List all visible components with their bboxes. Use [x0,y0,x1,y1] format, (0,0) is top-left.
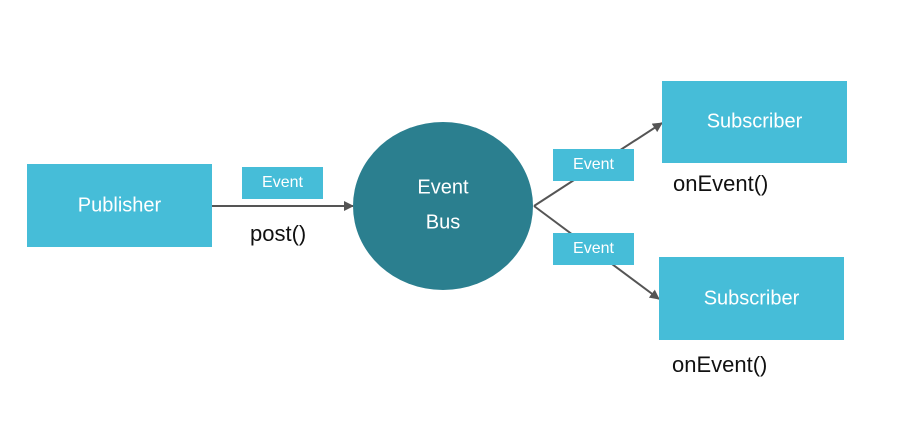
event-bus-node: Event Bus [353,122,533,290]
publisher-node: Publisher [27,164,212,247]
subscriber-1-event-tag-box [553,149,634,181]
subscriber-2-call-label: onEvent() [672,352,767,377]
publisher-label: Publisher [78,194,162,216]
publisher-event-tag: Event [242,167,323,199]
event-bus-label-line2: Bus [426,211,460,233]
subscriber-1-call-label: onEvent() [673,171,768,196]
subscriber-2-node: Subscriber [659,257,844,340]
publisher-event-tag-label: Event [262,174,303,191]
subscriber-2-event-tag-box [553,233,634,265]
subscriber-1-label: Subscriber [707,110,803,132]
publisher-box [27,164,212,247]
subscriber-1-event-tag: Event [553,149,634,181]
subscriber-1-event-tag-label: Event [573,156,614,173]
subscriber-2-event-tag: Event [553,233,634,265]
event-bus-label-line1: Event [417,176,469,198]
publisher-event-tag-box [242,167,323,199]
subscriber-1-box [662,81,847,163]
subscriber-1-node: Subscriber [662,81,847,163]
subscriber-2-event-tag-label: Event [573,240,614,257]
subscriber-2-box [659,257,844,340]
subscriber-2-label: Subscriber [704,287,800,309]
post-call-label: post() [250,221,306,246]
event-bus-circle [353,122,533,290]
